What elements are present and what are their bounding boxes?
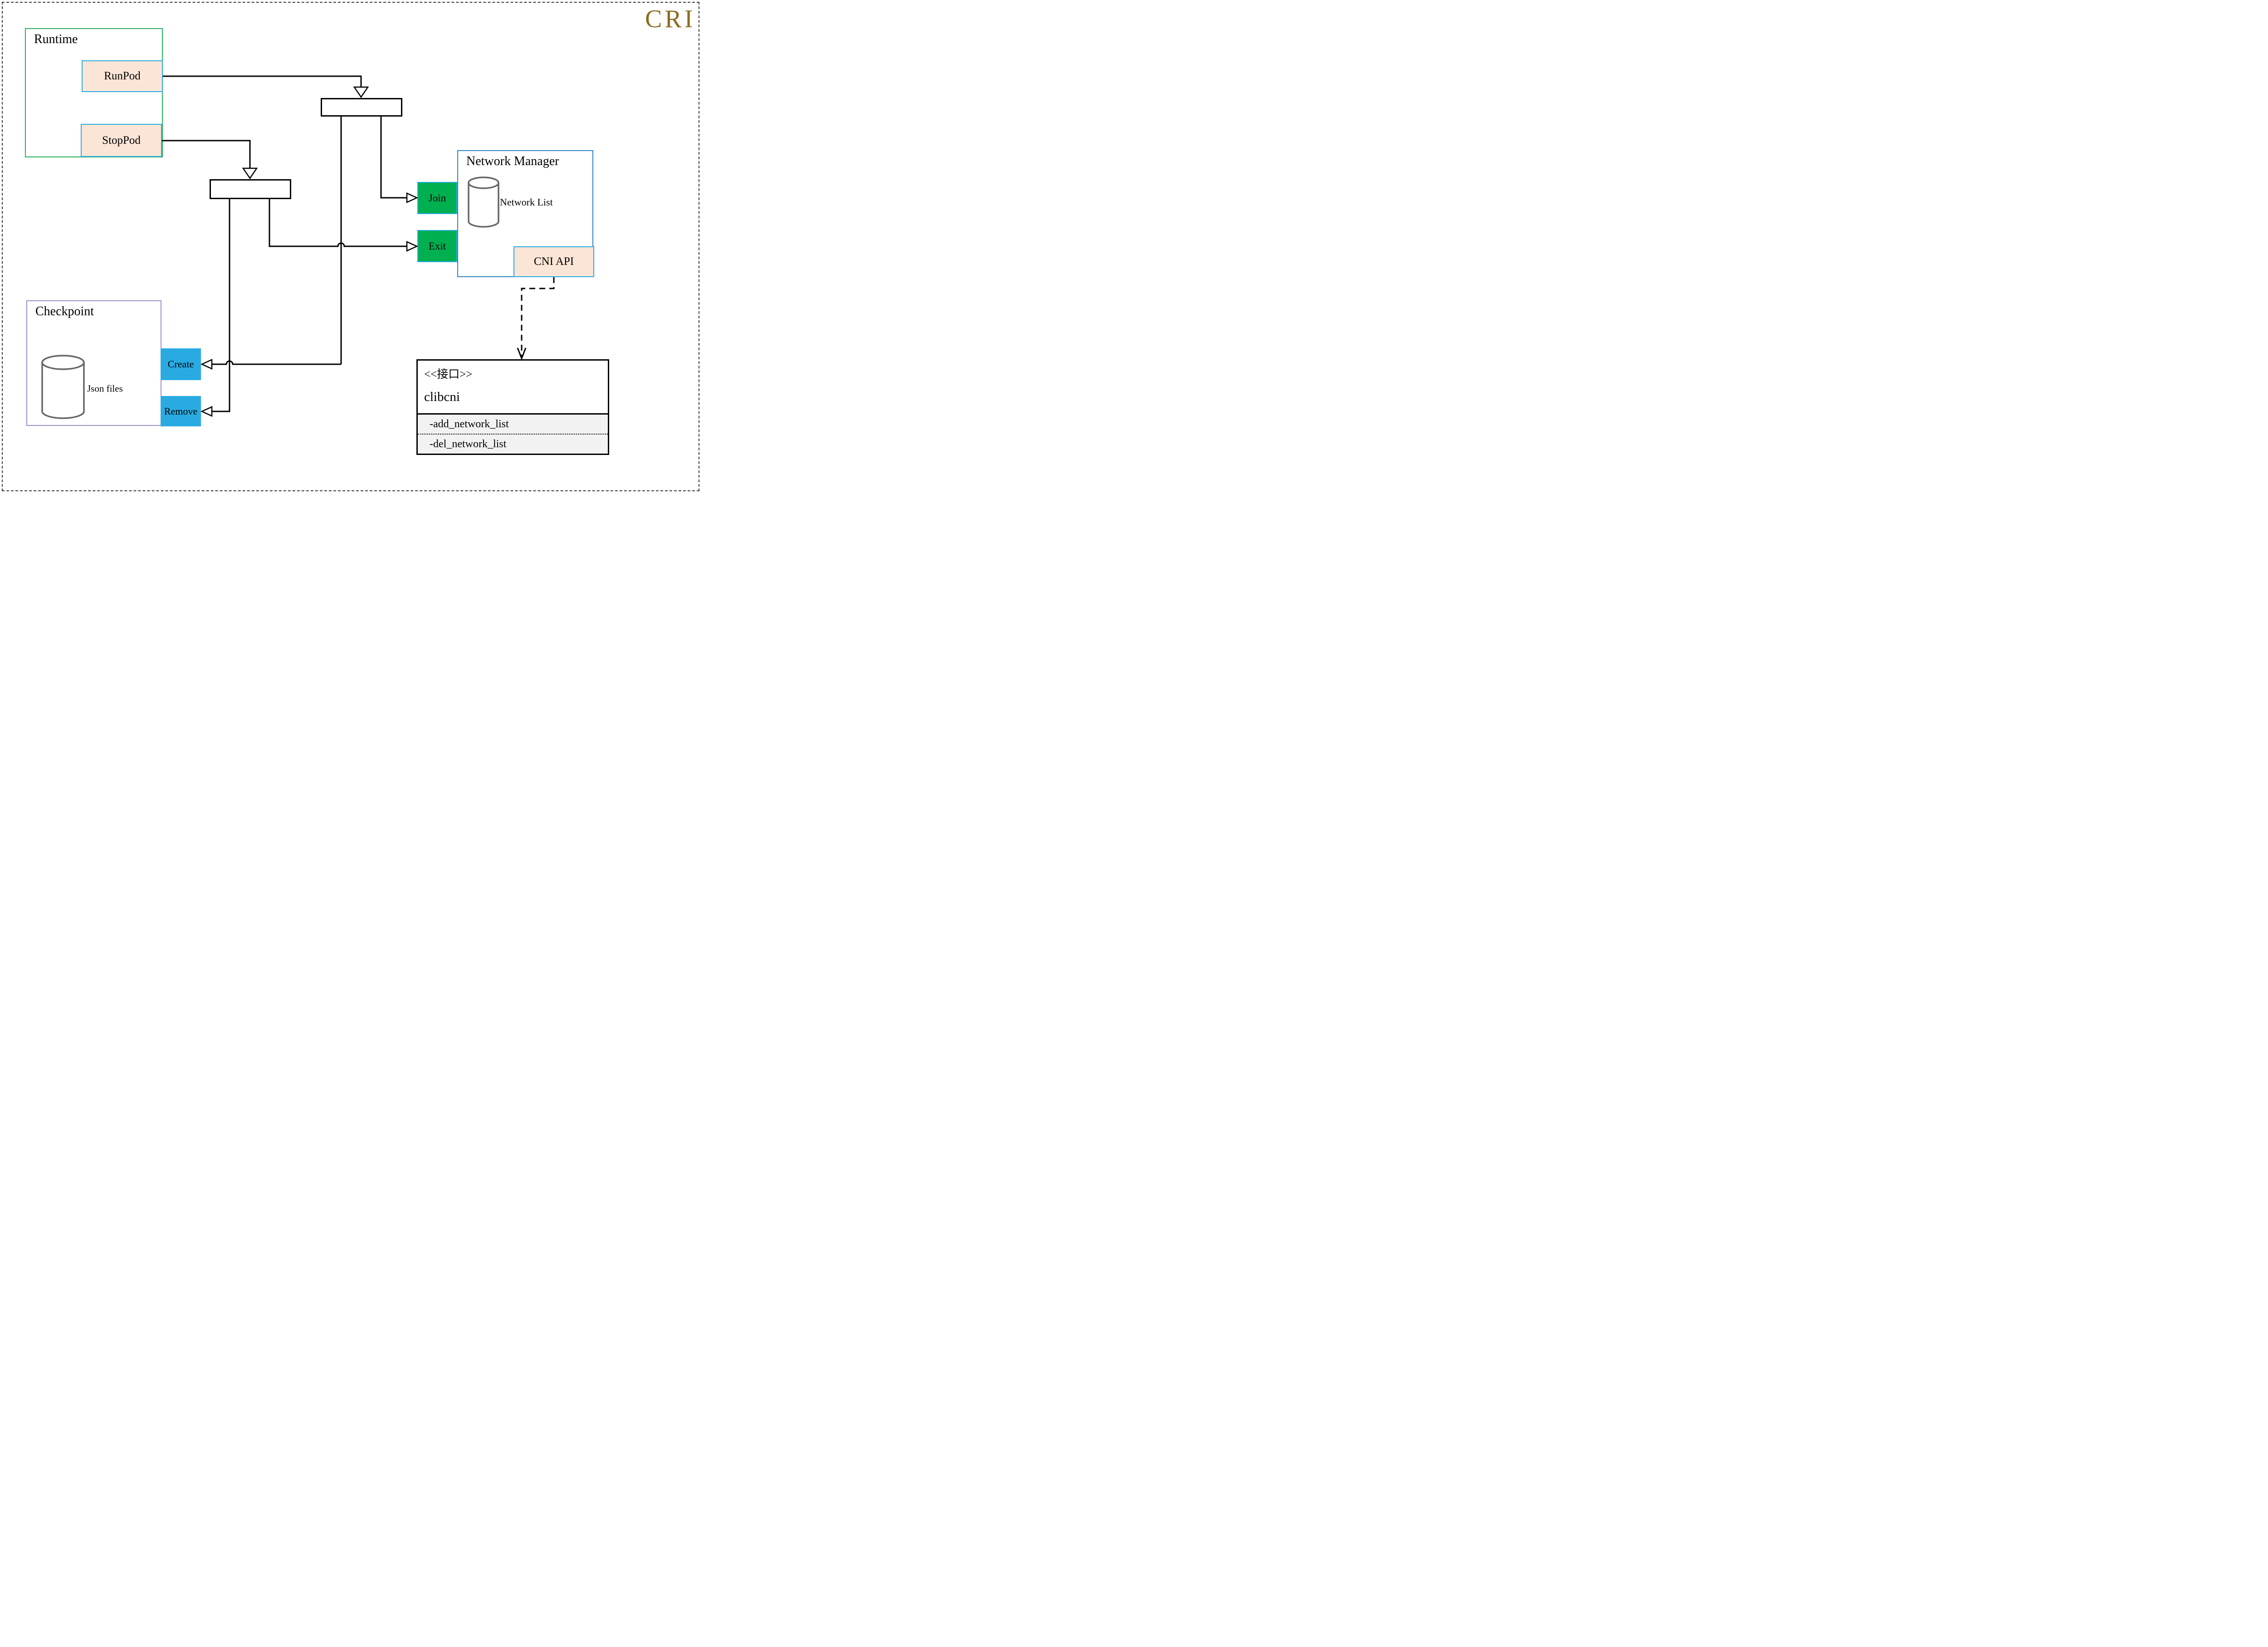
arrowhead-left-create-icon: [200, 359, 213, 370]
runpod-wire: [163, 75, 362, 87]
process-box-middle: [210, 179, 291, 199]
checkpoint-label: Checkpoint: [35, 304, 94, 318]
arrowhead-right-join-icon: [406, 192, 419, 203]
remove-wire: [212, 199, 230, 412]
remove-node: Remove: [161, 396, 201, 426]
interface-stereotype-label: <<接口>>: [424, 368, 473, 381]
cni-api-node: CNI API: [513, 246, 594, 277]
arrowhead-open-down-clibcni-icon: [517, 347, 527, 361]
diagram-canvas: CRI Runtime RunPod StopPod Network Manag…: [0, 0, 701, 493]
network-manager-label: Network Manager: [466, 154, 559, 168]
interface-name-label: clibcni: [424, 390, 460, 404]
json-files-label: Json files: [87, 383, 123, 394]
create-node: Create: [161, 348, 201, 380]
arrowhead-right-exit-icon: [406, 241, 419, 252]
clibcni-interface-class: <<接口>> clibcni -add_network_list -del_ne…: [416, 359, 609, 455]
join-node: Join: [417, 182, 457, 214]
runpod-node: RunPod: [82, 60, 163, 92]
join-wire: [380, 117, 407, 199]
arrowhead-down-process-middle-icon: [242, 167, 258, 180]
network-list-label: Network List: [500, 196, 553, 208]
exit-wire: [269, 199, 407, 247]
arrowhead-left-remove-icon: [200, 406, 213, 417]
clibcni-header: <<接口>> clibcni: [418, 361, 608, 415]
runtime-label: Runtime: [34, 32, 78, 46]
attribute-del-network-list: -del_network_list: [418, 434, 608, 454]
checkpoint-container: Checkpoint: [26, 300, 161, 426]
attribute-add-network-list: -add_network_list: [430, 418, 509, 430]
cni-dependency-wire: [521, 277, 555, 357]
stoppod-node: StopPod: [81, 124, 162, 157]
diagram-title: CRI: [645, 5, 696, 33]
process-box-top: [321, 98, 402, 117]
create-wire-horizontal: [212, 360, 341, 365]
exit-node: Exit: [417, 230, 457, 262]
arrowhead-down-process-top-icon: [353, 86, 369, 98]
stoppod-wire: [162, 140, 251, 168]
clibcni-attributes-section: -add_network_list -del_network_list: [418, 415, 608, 454]
